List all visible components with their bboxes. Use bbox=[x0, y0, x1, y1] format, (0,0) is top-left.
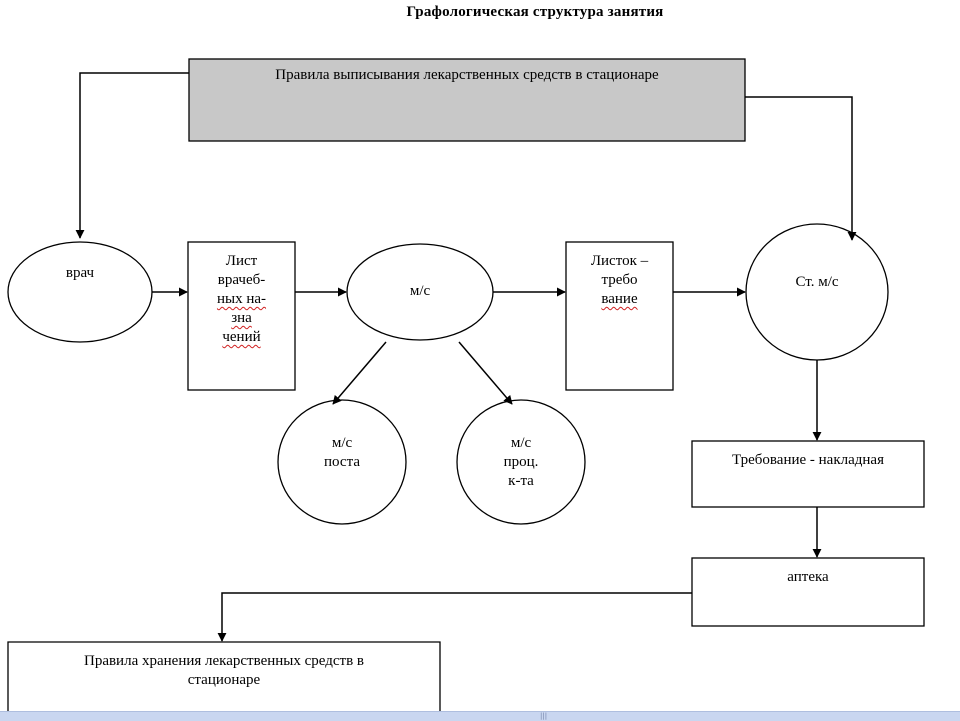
arrow-nurse-to-proc-nurse bbox=[458, 341, 513, 405]
diagram-title: Графологическая структура занятия bbox=[406, 4, 664, 20]
proc-nurse-label: м/с проц. к-та bbox=[503, 435, 539, 489]
head-nurse-node bbox=[745, 223, 889, 361]
sheet-box bbox=[187, 241, 296, 391]
taskbar[interactable]: ||| bbox=[0, 711, 960, 721]
post-nurse-label: м/с поста bbox=[324, 435, 360, 470]
rules-prescribing-label: Правила выписывания лекарственных средст… bbox=[275, 67, 659, 83]
requisition-box bbox=[691, 440, 925, 508]
doctor-node bbox=[7, 241, 153, 343]
slip-label: Листок – требо вание bbox=[590, 253, 649, 307]
arrow-header-to-head-nurse bbox=[745, 96, 857, 241]
doctor-label: врач bbox=[65, 265, 95, 281]
pharmacy-label: аптека bbox=[787, 569, 829, 585]
arrow-header-to-doctor bbox=[75, 72, 189, 239]
head-nurse-label: Ст. м/с bbox=[795, 274, 839, 290]
taskbar-grip-icon[interactable]: ||| bbox=[540, 712, 548, 720]
arrow-nurse-to-post-nurse bbox=[332, 341, 387, 405]
requisition-label: Требование - накладная bbox=[732, 452, 884, 468]
pharmacy-box bbox=[691, 557, 925, 627]
rules-prescribing-box bbox=[188, 58, 746, 142]
rules-storage-box bbox=[7, 641, 441, 711]
rules-storage-label: Правила хранения лекарственных средств в… bbox=[83, 653, 365, 688]
proc-nurse-node bbox=[456, 399, 586, 525]
post-nurse-node bbox=[277, 399, 407, 525]
arrow-pharmacy-to-storage bbox=[217, 592, 692, 642]
slip-box bbox=[565, 241, 674, 391]
sheet-label: Лист врачеб- ных на- зна чений bbox=[216, 253, 267, 345]
nurse-label: м/с bbox=[409, 283, 431, 299]
